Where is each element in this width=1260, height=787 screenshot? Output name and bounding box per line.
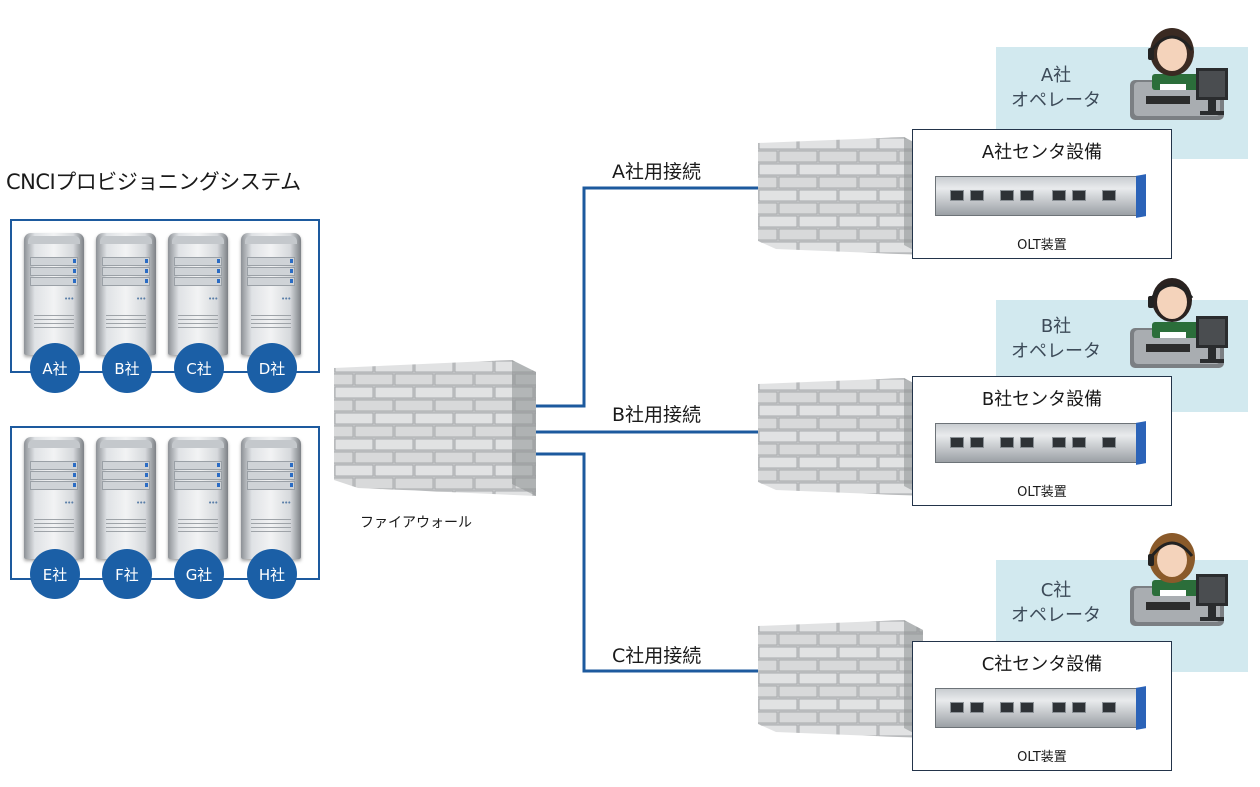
firewall-brick-icon <box>758 620 923 738</box>
operator-role: オペレータ <box>1011 341 1101 362</box>
server-icon: ••• <box>96 233 156 355</box>
firewall-brick-icon <box>334 360 536 496</box>
operator-label-c: C社 オペレータ <box>1006 578 1106 628</box>
line-c <box>528 452 836 673</box>
olt-device-icon <box>935 174 1146 218</box>
center-box-b: B社センタ設備 OLT装置 <box>912 376 1172 506</box>
operator-role: オペレータ <box>1011 90 1101 111</box>
connection-label-b: B社用接続 <box>612 404 702 426</box>
server-icon: ••• <box>24 233 84 355</box>
connection-label-a: A社用接続 <box>612 161 701 183</box>
olt-label: OLT装置 <box>1017 485 1067 500</box>
operator-headset-icon <box>1130 533 1228 626</box>
olt-label: OLT装置 <box>1017 750 1067 765</box>
center-box-a: A社センタ設備 OLT装置 <box>912 129 1172 259</box>
operator-company: A社 <box>1040 65 1072 86</box>
server-icon: ••• <box>168 233 228 355</box>
operator-label-b: B社 オペレータ <box>1006 314 1106 364</box>
operator-company: C社 <box>1040 580 1072 601</box>
firewall-brick-icon <box>758 137 923 255</box>
system-title: CNCIプロビジョニングシステム <box>6 170 301 194</box>
operator-label-a: A社 オペレータ <box>1006 63 1106 113</box>
server-icon: ••• <box>168 437 228 559</box>
firewall-label: ファイアウォール <box>360 515 472 531</box>
center-box-c: C社センタ設備 OLT装置 <box>912 641 1172 771</box>
badge-a: A社 <box>30 343 80 393</box>
olt-device-icon <box>935 421 1146 465</box>
connection-label-c: C社用接続 <box>612 645 702 667</box>
badge-f: F社 <box>102 549 152 599</box>
operator-role: オペレータ <box>1011 605 1101 626</box>
badge-d: D社 <box>247 343 297 393</box>
badge-g: G社 <box>174 549 224 599</box>
badge-h: H社 <box>247 549 297 599</box>
operator-company: B社 <box>1040 316 1072 337</box>
operator-headset-icon <box>1130 28 1228 120</box>
operator-headset-icon <box>1130 278 1228 368</box>
badge-c: C社 <box>174 343 224 393</box>
line-a <box>528 186 836 408</box>
server-icon: ••• <box>24 437 84 559</box>
center-title: A社センタ設備 <box>981 142 1103 163</box>
badge-e: E社 <box>30 549 80 599</box>
center-title: B社センタ設備 <box>981 389 1103 410</box>
firewall-brick-icon <box>758 378 923 496</box>
olt-device-icon <box>935 686 1146 730</box>
server-icon: ••• <box>96 437 156 559</box>
server-icon: ••• <box>241 437 301 559</box>
badge-b: B社 <box>102 343 152 393</box>
olt-label: OLT装置 <box>1017 238 1067 253</box>
center-title: C社センタ設備 <box>981 654 1103 675</box>
server-icon: ••• <box>241 233 301 355</box>
